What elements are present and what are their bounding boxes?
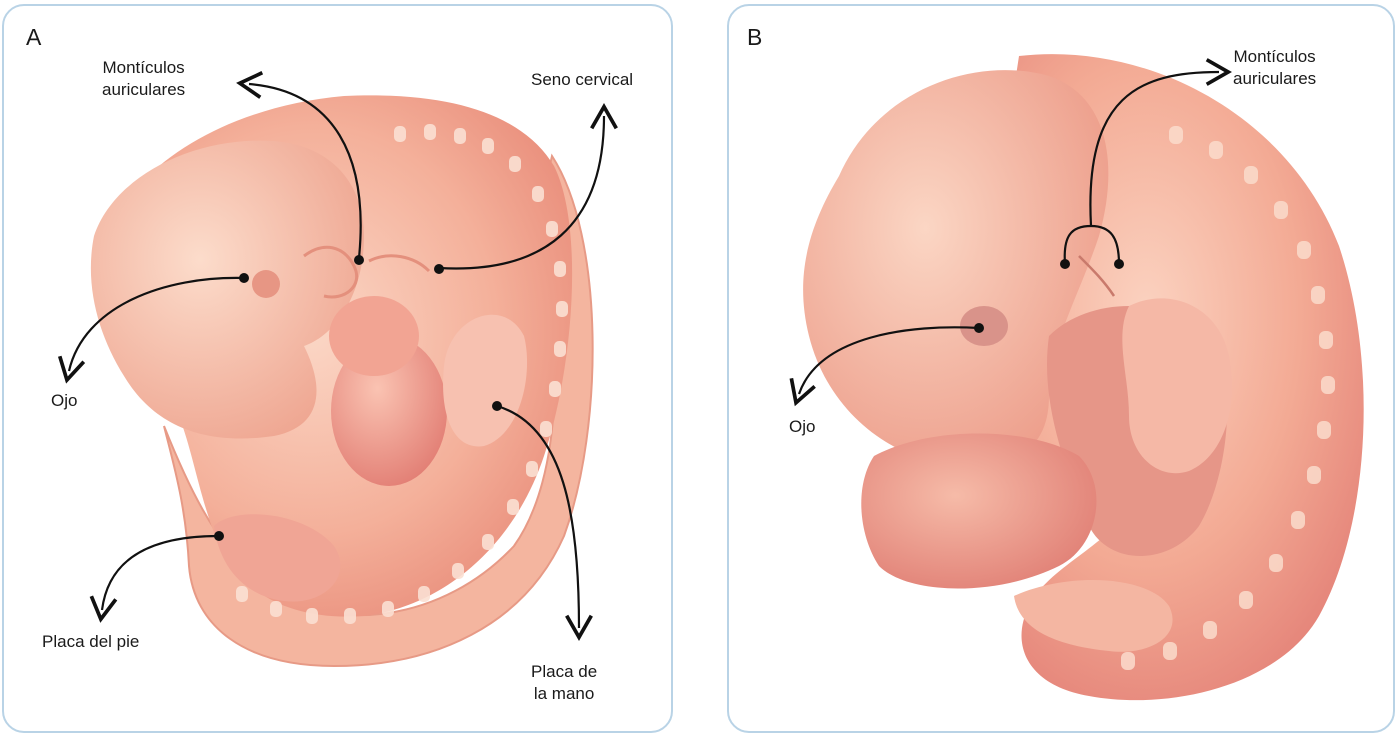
embryo-b-lower-limb bbox=[861, 434, 1096, 589]
label-a-foot-plate: Placa del pie bbox=[42, 631, 139, 653]
label-b-eye: Ojo bbox=[789, 416, 815, 438]
embryo-a-illustration bbox=[4, 6, 673, 733]
label-a-hand-plate: Placa de la mano bbox=[531, 661, 597, 705]
embryo-b-illustration bbox=[729, 6, 1395, 733]
embryo-a-eye-shape bbox=[252, 270, 280, 298]
label-a-eye: Ojo bbox=[51, 390, 77, 412]
label-a-cervical-sinus: Seno cervical bbox=[531, 69, 633, 91]
label-a-ear-mounds: Montículos auriculares bbox=[102, 57, 185, 101]
label-b-ear-mounds: Montículos auriculares bbox=[1233, 46, 1316, 90]
embryo-b-eye-shape bbox=[960, 306, 1008, 346]
panel-b: B bbox=[727, 4, 1395, 733]
panel-a: A bbox=[2, 4, 673, 733]
